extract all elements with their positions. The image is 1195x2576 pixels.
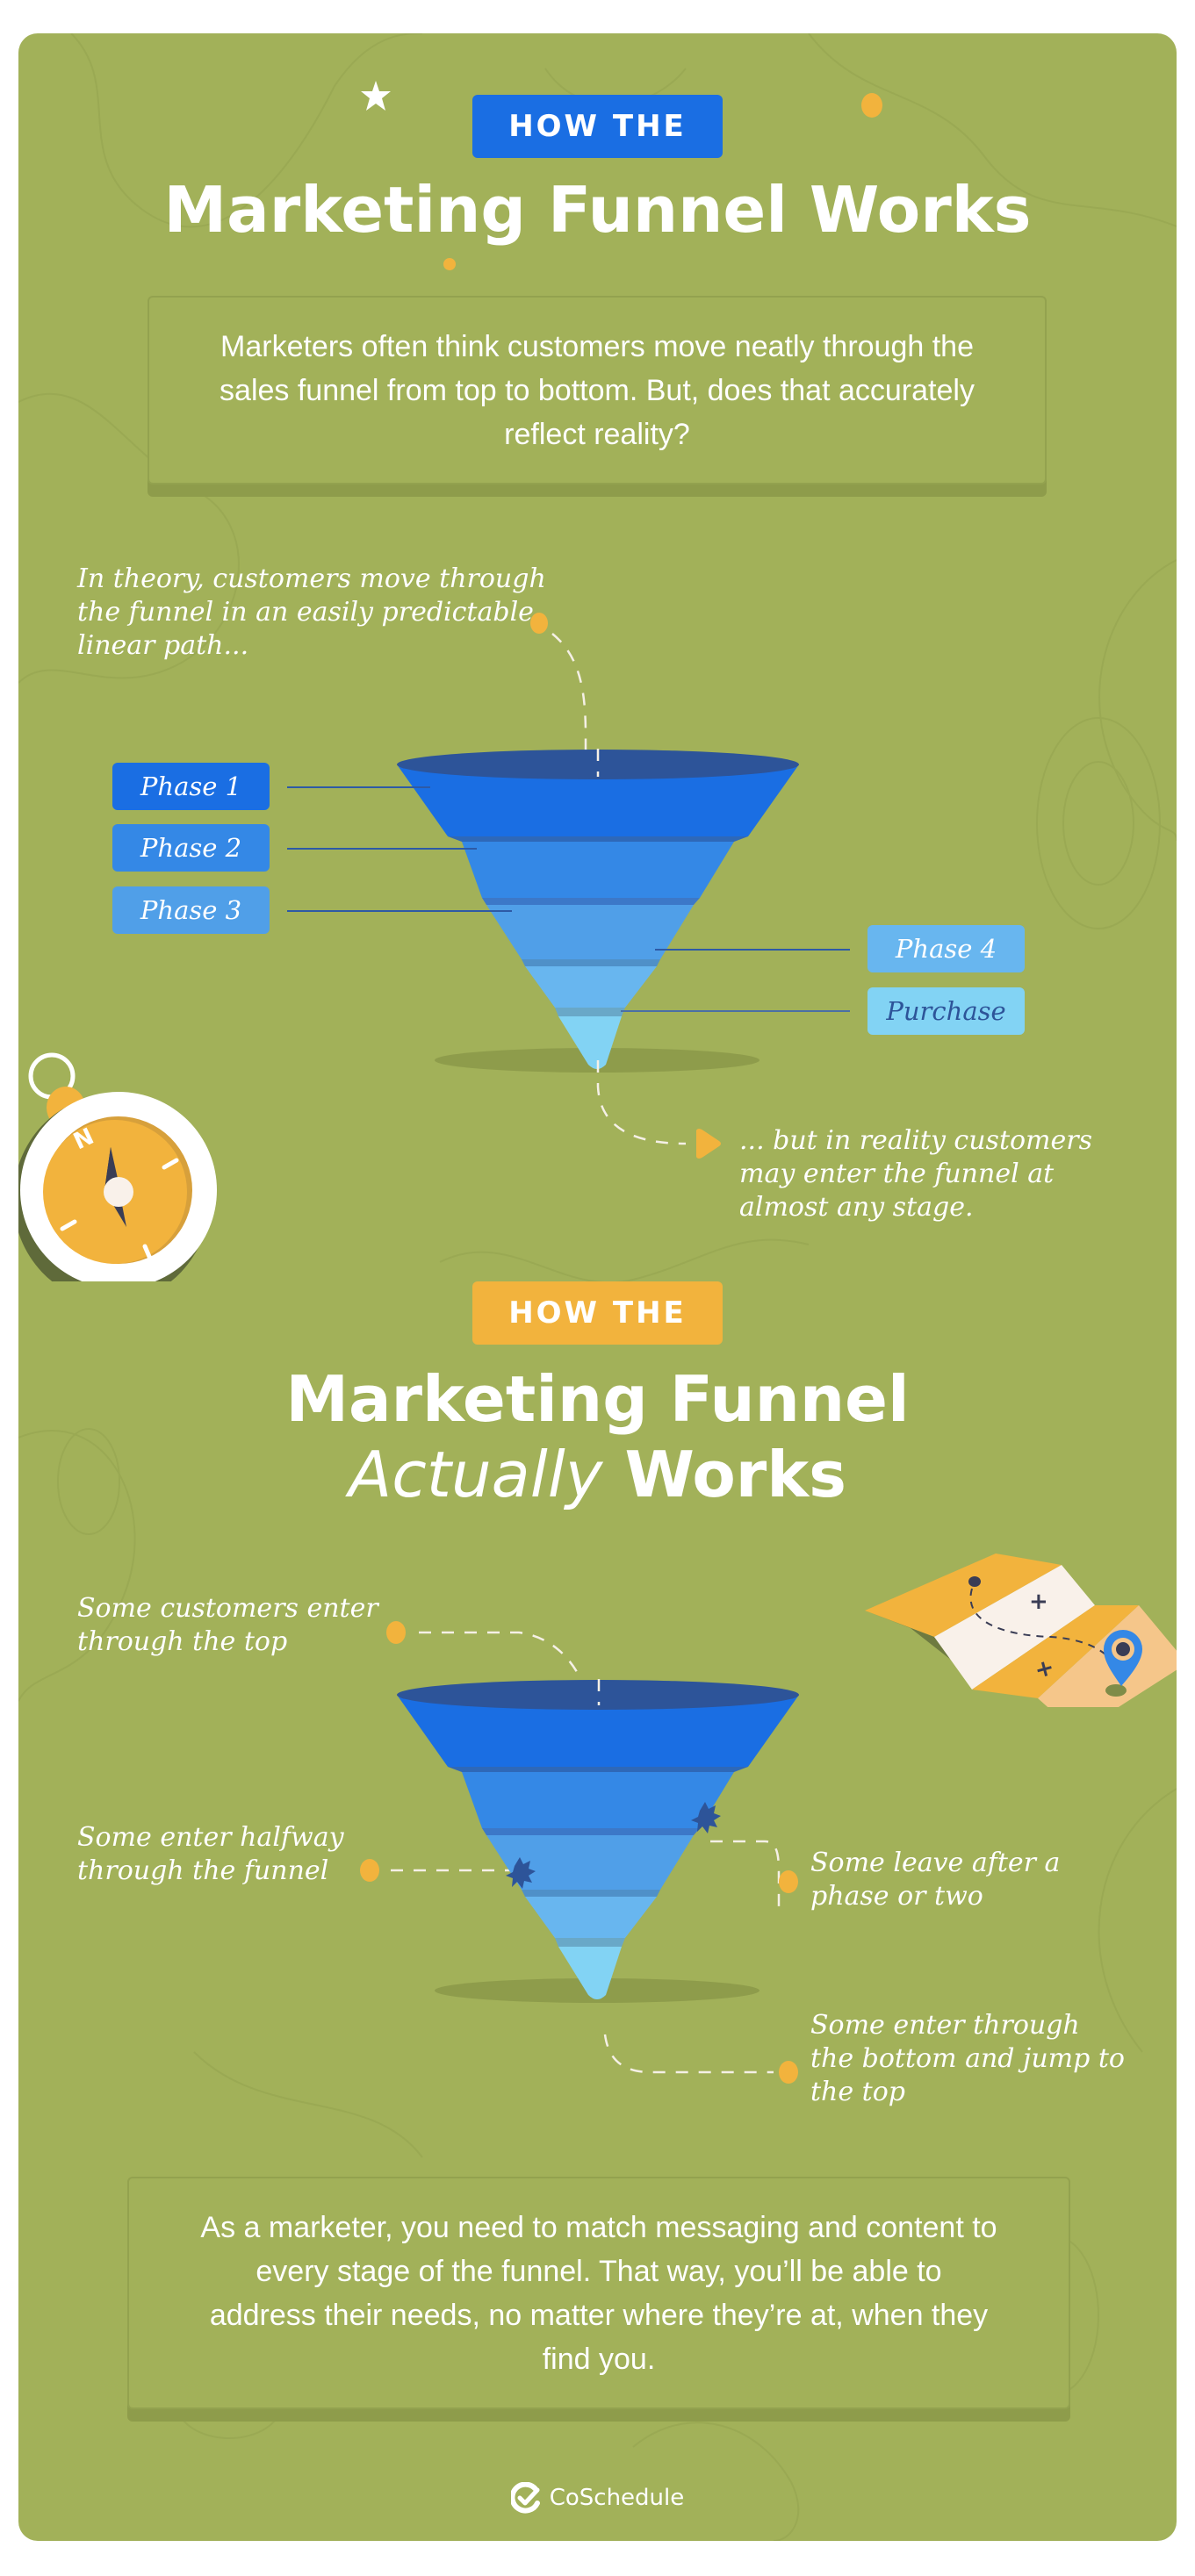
- closing-text: As a marketer, you need to match messagi…: [200, 2210, 997, 2376]
- map-pin-icon: [1104, 1630, 1142, 1697]
- note-enter-halfway: Some enter halfway through the funnel: [77, 1822, 344, 1886]
- reality-connector: [596, 1060, 721, 1159]
- intro-text: Marketers often think customers move nea…: [220, 329, 975, 451]
- phase-2-leader: [287, 848, 477, 850]
- phase-4-label: Phase 4: [867, 925, 1025, 972]
- brand-name: CoSchedule: [549, 2485, 685, 2511]
- funnel-tier-1: [397, 764, 799, 836]
- svg-text:+: +: [1029, 1589, 1048, 1615]
- infographic-card: HOW THE Marketing Funnel Works Marketers…: [18, 33, 1177, 2541]
- phase-1-label: Phase 1: [112, 763, 270, 810]
- funnel-tier-2: [462, 842, 734, 898]
- star-icon: [361, 81, 391, 111]
- note-enter-top: Some customers enter through the top: [77, 1593, 378, 1657]
- theory-connector: [530, 613, 587, 823]
- phase-3-label: Phase 3: [112, 886, 270, 934]
- coschedule-logo[interactable]: CoSchedule: [18, 2482, 1177, 2514]
- funnel-theory: [397, 749, 799, 1073]
- hole-icon: [691, 1802, 721, 1833]
- purchase-leader: [621, 1010, 850, 1012]
- funnel-tier-4: [525, 966, 657, 1008]
- funnel-tier-3: [486, 905, 694, 959]
- funnel-reality: [397, 1679, 799, 2003]
- decor-dot: [861, 93, 882, 118]
- note-enter-bottom: Some enter through the bottom and jump t…: [810, 2010, 1125, 2107]
- intro-box: Marketers often think customers move nea…: [148, 296, 1047, 484]
- theory-note: In theory, customers move through the fu…: [77, 563, 546, 661]
- phase-4-leader: [655, 949, 850, 951]
- funnel-tier-5: [558, 1016, 622, 1069]
- section2-title-line2: Actually Works: [18, 1443, 1177, 1506]
- decor-dot: [443, 258, 456, 270]
- title-rest: Works: [602, 1438, 847, 1511]
- folded-map-icon: + +: [865, 1553, 1177, 1707]
- title-emphasis: Actually: [348, 1438, 603, 1511]
- note-leave: Some leave after a phase or two: [810, 1848, 1061, 1912]
- section1-title: Marketing Funnel Works: [163, 173, 1032, 247]
- section2-title-line1: Marketing Funnel: [285, 1362, 910, 1436]
- section2-badge: HOW THE: [472, 1281, 723, 1345]
- phase-1-leader: [287, 786, 430, 788]
- closing-box: As a marketer, you need to match messagi…: [127, 2177, 1070, 2409]
- section2-connectors: [360, 1621, 798, 2084]
- check-circle-icon: [510, 2482, 540, 2514]
- phase-3-leader: [287, 910, 512, 912]
- hole-icon: [506, 1857, 536, 1889]
- phase-2-label: Phase 2: [112, 824, 270, 872]
- compass-icon: N: [18, 1052, 217, 1281]
- section1-badge: HOW THE: [472, 95, 723, 158]
- reality-note: ... but in reality customers may enter t…: [739, 1125, 1092, 1223]
- purchase-label: Purchase: [867, 987, 1025, 1035]
